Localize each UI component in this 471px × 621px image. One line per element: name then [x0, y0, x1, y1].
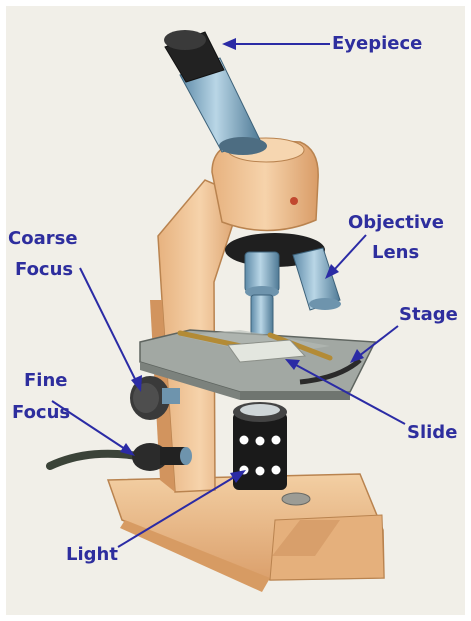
objective-leader [334, 235, 366, 270]
indicator-light [290, 197, 298, 205]
eyepiece-arrowhead [222, 38, 236, 50]
microscope-base [108, 474, 384, 592]
light-label: Light [66, 546, 118, 564]
fine-focus-label: Focus [12, 404, 70, 422]
light-housing [233, 402, 287, 490]
eyepiece-label: Eyepiece [332, 35, 422, 53]
eyepiece-tube [164, 30, 267, 155]
coarse-focus-label: Focus [15, 261, 73, 279]
stage-label: Stage [399, 306, 458, 324]
slide-label: Slide [407, 424, 457, 442]
power-cord [50, 454, 138, 466]
lens-label: Lens [372, 244, 419, 262]
objective-label: Objective [348, 214, 444, 232]
fine-label: Fine [24, 372, 68, 390]
coarse-focus-leader [80, 268, 136, 381]
coarse-label: Coarse [8, 230, 78, 248]
base-button [282, 493, 310, 505]
